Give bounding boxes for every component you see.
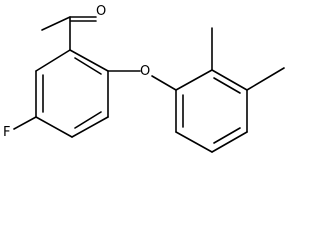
ring-right-bond-2 xyxy=(211,69,248,91)
ring-left-bond-3 xyxy=(71,116,109,138)
ring-right-bond-4 xyxy=(211,131,248,153)
atom-oxygen-carbonyl: O xyxy=(96,4,106,19)
ring-left-inner-2 xyxy=(74,111,102,129)
atom-fluorine: F xyxy=(3,125,10,140)
ring-left-inner-1 xyxy=(74,57,102,75)
ring-right-bond-5 xyxy=(175,131,213,153)
ring-left-bond-4 xyxy=(35,116,73,138)
atom-oxygen-ether: O xyxy=(140,64,150,79)
ring-right-bond-1 xyxy=(175,69,213,91)
ring-right-inner-2 xyxy=(213,127,241,144)
ring-left-bond-1 xyxy=(69,49,109,72)
structure-diagram: O F O xyxy=(3,4,285,153)
bond-oxygen-ether-ring xyxy=(151,75,177,91)
ring-left-bond-6 xyxy=(35,49,71,72)
ring-right-inner-1 xyxy=(213,77,241,94)
bond-methyl-carbonyl xyxy=(41,16,71,31)
bond-methyl-3 xyxy=(246,67,285,91)
bond-ring-fluorine xyxy=(13,116,37,130)
